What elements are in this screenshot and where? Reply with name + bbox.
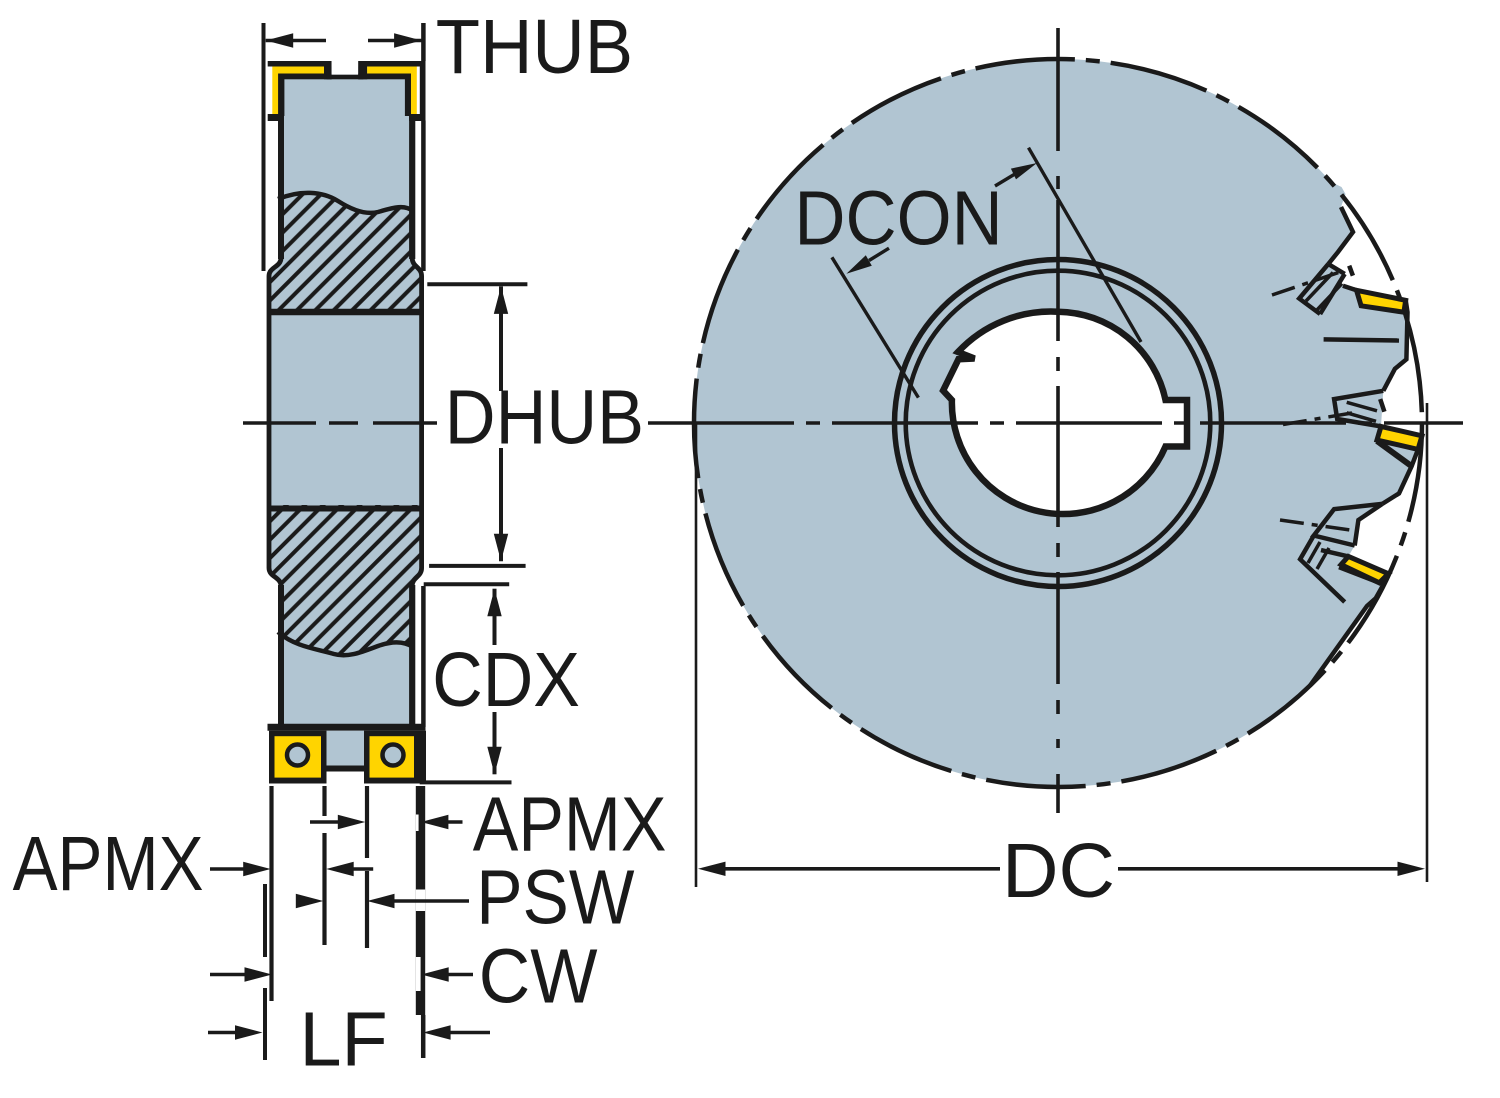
svg-text:PSW: PSW bbox=[476, 854, 634, 940]
svg-text:CDX: CDX bbox=[432, 637, 580, 723]
svg-text:APMX: APMX bbox=[473, 782, 667, 868]
svg-text:THUB: THUB bbox=[436, 4, 633, 90]
svg-text:DHUB: DHUB bbox=[445, 375, 644, 461]
svg-text:APMX: APMX bbox=[13, 821, 204, 907]
svg-text:DCON: DCON bbox=[794, 175, 1002, 261]
svg-text:CW: CW bbox=[479, 934, 598, 1020]
svg-text:DC: DC bbox=[1002, 828, 1115, 914]
svg-text:LF: LF bbox=[300, 996, 388, 1082]
